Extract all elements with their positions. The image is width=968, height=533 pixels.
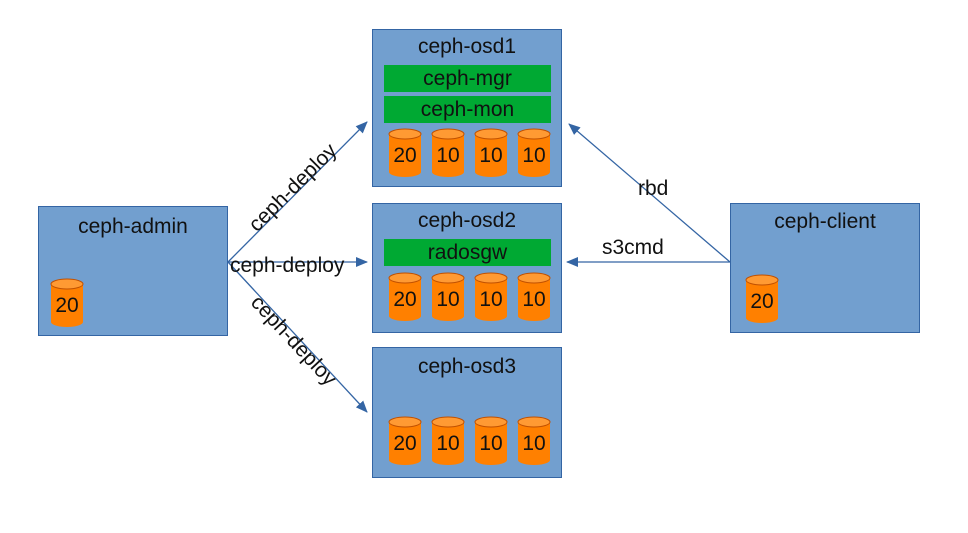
disk-icon: 10 [431, 416, 465, 466]
disk-label: 20 [393, 432, 417, 455]
disk-icon: 20 [745, 274, 779, 324]
disk-label: 10 [479, 288, 503, 311]
edge-admin-osd3 [227, 261, 368, 413]
disk-label: 20 [393, 144, 417, 167]
disk-label: 10 [436, 288, 460, 311]
disk-label: 20 [750, 290, 774, 313]
ceph-osd2-node: ceph-osd2 radosgw 20 10 10 10 [372, 203, 562, 333]
edge-client-osd1 [568, 123, 731, 263]
node-title: ceph-client [774, 210, 876, 233]
disk-icon: 10 [431, 128, 465, 178]
node-title: ceph-osd1 [417, 35, 517, 58]
disk-label: 10 [436, 432, 460, 455]
edge-label-s3cmd: s3cmd [602, 236, 664, 259]
disk-icon: 10 [474, 272, 508, 322]
node-title: ceph-osd2 [417, 209, 517, 232]
edge-admin-osd1 [227, 121, 368, 263]
disk-icon: 10 [431, 272, 465, 322]
disk-label: 10 [522, 288, 546, 311]
disk-label: 10 [522, 432, 546, 455]
disk-label: 10 [479, 144, 503, 167]
disk-icon: 20 [388, 416, 422, 466]
disk-icon: 10 [517, 272, 551, 322]
disk-icon: 10 [474, 128, 508, 178]
ceph-osd3-node: ceph-osd3 20 10 10 10 [372, 347, 562, 478]
disk-icon: 10 [517, 416, 551, 466]
disk-label: 20 [393, 288, 417, 311]
ceph-osd1-node: ceph-osd1 ceph-mgr ceph-mon 20 10 10 10 [372, 29, 562, 187]
edge-label-rbd: rbd [638, 177, 669, 200]
service-radosgw: radosgw [384, 239, 551, 266]
disk-label: 20 [55, 294, 79, 317]
edge-label-deploy-osd2: ceph-deploy [230, 254, 345, 277]
disk-icon: 20 [50, 278, 84, 328]
ceph-client-node: ceph-client 20 [730, 203, 920, 333]
disk-label: 10 [436, 144, 460, 167]
service-ceph-mgr: ceph-mgr [384, 65, 551, 92]
service-ceph-mon: ceph-mon [384, 96, 551, 123]
disk-icon: 10 [474, 416, 508, 466]
node-title: ceph-osd3 [417, 355, 517, 378]
disk-label: 10 [522, 144, 546, 167]
disk-icon: 20 [388, 272, 422, 322]
disk-icon: 10 [517, 128, 551, 178]
disk-icon: 20 [388, 128, 422, 178]
ceph-admin-node: ceph-admin 20 [38, 206, 228, 336]
node-title: ceph-admin [78, 215, 188, 238]
disk-label: 10 [479, 432, 503, 455]
